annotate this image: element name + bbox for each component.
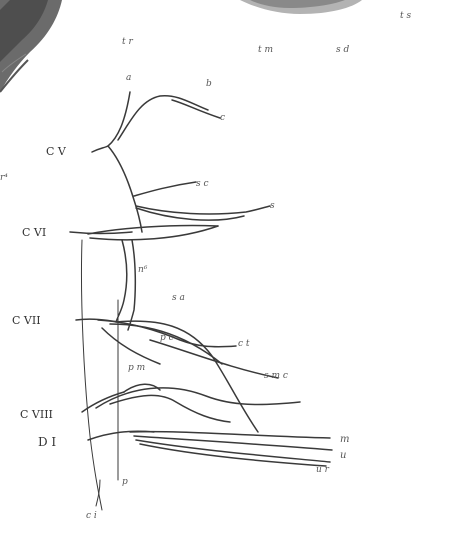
- branch-upper-trunk: [136, 206, 270, 214]
- top-center-engraving: [240, 0, 362, 14]
- label-c5: C V: [46, 145, 67, 158]
- label-c7: C VII: [12, 314, 41, 327]
- c5-descending: [108, 146, 142, 232]
- top-left-engraving: [0, 0, 62, 92]
- label-smc: s m c: [264, 371, 288, 381]
- branch-sc: [134, 182, 196, 196]
- label-m: m: [340, 434, 349, 445]
- label-d1: D I: [38, 435, 56, 449]
- c8-branch-2: [110, 395, 230, 422]
- label-a: a: [126, 73, 131, 83]
- label-n6: n⁶: [138, 265, 148, 275]
- label-r4: r⁴: [0, 173, 8, 183]
- label-c6: C VI: [22, 226, 46, 239]
- label-pm: p m: [128, 363, 145, 373]
- c6-to-c7-b: [128, 240, 135, 330]
- label-tr: t r: [122, 37, 133, 47]
- label-ct: c t: [238, 339, 250, 349]
- d1-root: [88, 431, 154, 440]
- c7-branch-pm: [102, 328, 160, 364]
- label-c: c: [220, 113, 225, 123]
- label-pc: p c: [160, 333, 174, 343]
- label-s: s: [270, 201, 275, 211]
- label-tm: t m: [258, 45, 273, 55]
- label-b: b: [206, 79, 212, 89]
- label-ci: c i: [86, 511, 97, 521]
- label-p: p: [122, 477, 128, 487]
- d1-trunk-m: [130, 432, 330, 438]
- label-ts: t s: [400, 11, 411, 21]
- label-sc: s c: [196, 179, 209, 189]
- label-sa: s a: [172, 293, 185, 303]
- c7-branch-b: [116, 321, 258, 432]
- c5-root: [92, 146, 108, 152]
- branch-c: [172, 100, 220, 118]
- label-sd: s d: [336, 45, 349, 55]
- label-u: u: [340, 450, 346, 461]
- nerve-branches: [70, 92, 332, 510]
- nerve-labels: C V C VI C VII C VIII D I t s t r t m s …: [0, 11, 411, 521]
- label-ur: u r: [316, 465, 330, 475]
- label-c8: C VIII: [20, 408, 53, 421]
- branch-b: [118, 96, 208, 140]
- vertical-line-left: [81, 240, 102, 510]
